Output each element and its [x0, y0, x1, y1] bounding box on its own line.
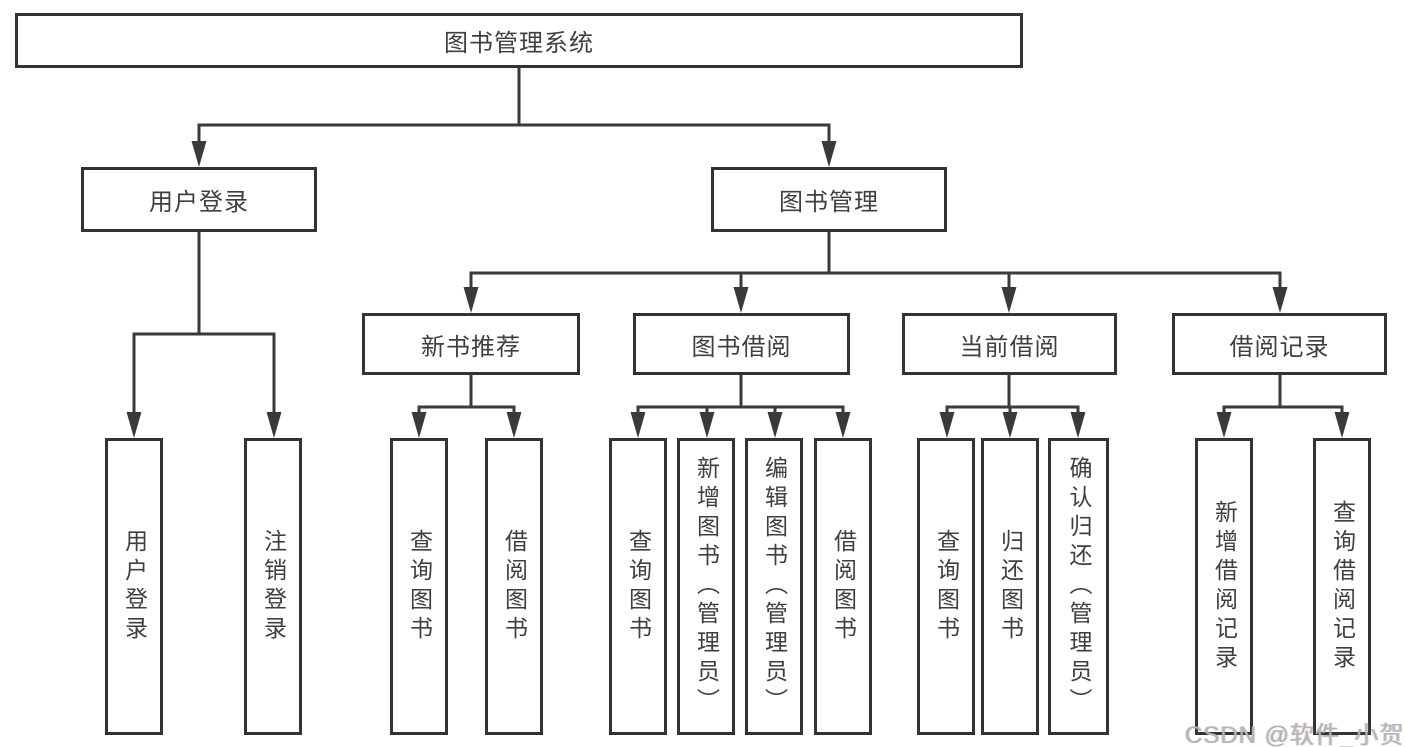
connector-book-management: [463, 232, 1288, 313]
leaf-logout: 注销登录: [244, 438, 302, 735]
leaf-borrow-books-recommend: 借阅图书: [485, 438, 543, 735]
node-new-book-recommend: 新书推荐: [362, 313, 580, 375]
leaf-return-books: 归还图书: [981, 438, 1039, 735]
leaf-query-books-current: 查询图书: [917, 438, 975, 735]
connector-root: [191, 68, 837, 167]
node-borrow-records: 借阅记录: [1172, 313, 1387, 375]
connector-borrow-records: [1216, 375, 1350, 438]
leaf-add-borrow-record: 新增借阅记录: [1195, 438, 1253, 735]
leaf-add-books-admin: 新增图书（管理员）: [677, 438, 735, 735]
leaf-user-login: 用户登录: [105, 438, 163, 735]
leaf-query-books-recommend: 查询图书: [390, 438, 448, 735]
csdn-watermark: CSDN @软件_小贺同学: [1185, 722, 1405, 747]
leaf-query-books-borrow: 查询图书: [609, 438, 667, 735]
node-book-management: 图书管理: [711, 167, 947, 232]
connector-user-login: [126, 232, 282, 438]
leaf-borrow-books: 借阅图书: [814, 438, 872, 735]
node-user-login: 用户登录: [81, 167, 317, 232]
node-root-title: 图书管理系统: [15, 13, 1023, 68]
leaf-edit-books-admin: 编辑图书（管理员）: [745, 438, 803, 735]
connector-new-book-recommend: [411, 375, 522, 438]
connector-current-borrow: [939, 375, 1086, 438]
node-current-borrow: 当前借阅: [902, 313, 1117, 375]
node-book-borrow: 图书借阅: [633, 313, 850, 375]
leaf-confirm-return-admin: 确认归还（管理员）: [1048, 438, 1109, 735]
leaf-query-borrow-record: 查询借阅记录: [1313, 438, 1371, 735]
connector-book-borrow: [630, 375, 851, 438]
